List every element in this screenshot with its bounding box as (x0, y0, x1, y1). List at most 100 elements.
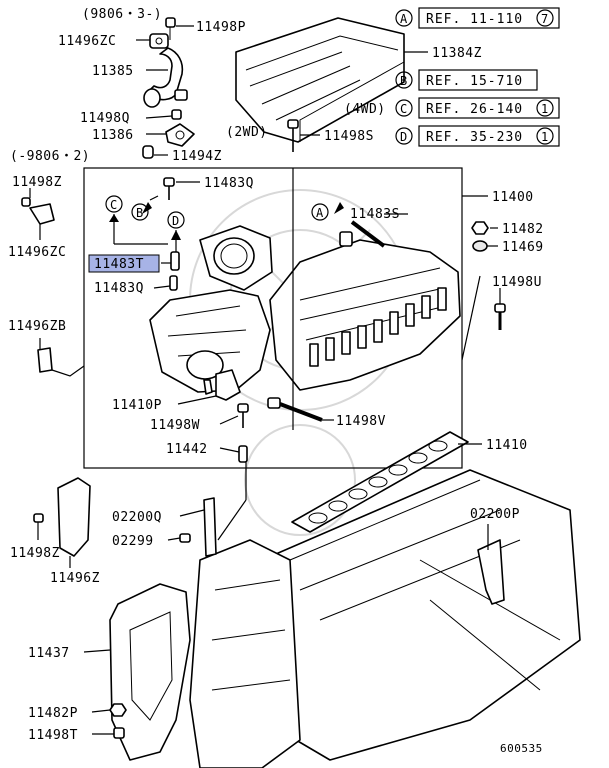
part-bracket-11496Z[interactable] (57, 477, 91, 557)
label-11496Z: 11496Z (50, 571, 100, 586)
part-bolt-11498S[interactable] (287, 119, 299, 152)
ref-link-d[interactable]: D REF. 35-230 1 (395, 125, 560, 147)
label-11483Q-left: 11483Q (94, 281, 144, 296)
part-bolt-11498Q[interactable] (171, 109, 182, 120)
label-11483T: 11483T (94, 257, 144, 272)
label-11498S: 11498S (324, 129, 374, 144)
label-11494Z: 11494Z (172, 149, 222, 164)
ref-b-text: REF. 15-710 (426, 74, 523, 89)
part-intake-manifold-11400[interactable] (269, 231, 461, 391)
callout-C: C (110, 198, 118, 212)
part-labels: (9806・3-) 11498P 11496ZC 11385 11384Z 11… (8, 7, 544, 755)
label-11469: 11469 (502, 240, 544, 255)
label-11498Q: 11498Q (80, 111, 130, 126)
part-stud-11483T[interactable] (170, 251, 180, 271)
label-11437: 11437 (28, 646, 70, 661)
ref-links: A REF. 11-110 7 B REF. 15-710 (4WD) C RE… (344, 7, 560, 147)
label-11498Z-bot: 11498Z (10, 546, 60, 561)
highlight-11483T (88, 254, 160, 273)
ref-d-num: 1 (541, 130, 549, 144)
part-bracket-02200Q[interactable] (203, 497, 217, 557)
ref-c-text: REF. 26-140 (426, 102, 523, 117)
part-nut-11482P[interactable] (109, 703, 127, 717)
part-engine-cover-11384Z[interactable] (235, 17, 405, 143)
label-11498T: 11498T (28, 728, 78, 743)
label-02200Q: 02200Q (112, 510, 162, 525)
label-11496ZC-left: 11496ZC (8, 245, 66, 260)
label-980603: (9806・3-) (82, 7, 162, 22)
label-980602: (-9806・2) (10, 149, 90, 164)
part-nut-11482[interactable] (471, 221, 489, 235)
ref-c-letter: C (400, 102, 408, 116)
part-bolt-11498T[interactable] (113, 727, 125, 739)
label-11483S: 11483S (350, 207, 400, 222)
callout-B: B (136, 206, 144, 220)
label-11400: 11400 (492, 190, 534, 205)
part-bolt-02299[interactable] (179, 533, 191, 543)
part-bolt-11498Z-top[interactable] (21, 197, 31, 207)
ref-d-letter: D (400, 130, 408, 144)
label-02299: 02299 (112, 534, 154, 549)
part-bracket-11496ZC-left[interactable] (29, 203, 55, 225)
label-11483Q-top: 11483Q (204, 176, 254, 191)
part-hose-11494Z[interactable] (142, 145, 154, 159)
part-gasket-11386[interactable] (165, 123, 195, 147)
ref-a-letter: A (400, 12, 408, 26)
part-water-pipe-11385[interactable] (143, 47, 188, 108)
assembly-frame (83, 167, 463, 469)
part-bolt-11498W[interactable] (237, 403, 249, 428)
ref-a-num: 7 (541, 12, 549, 26)
ref-c-num: 1 (541, 102, 549, 116)
label-diagram-number: 600535 (500, 742, 543, 755)
label-02200P: 02200P (470, 507, 520, 522)
label-11496ZB: 11496ZB (8, 319, 66, 334)
callout-A: A (316, 206, 324, 220)
label-11496ZC-top: 11496ZC (58, 34, 116, 49)
part-washer-11469[interactable] (472, 240, 488, 252)
diagram-callouts: C B D A (105, 195, 329, 229)
part-bolt-11498Z-bot[interactable] (33, 513, 44, 523)
label-2wd: (2WD) (226, 125, 268, 140)
runner-ports (309, 287, 447, 367)
label-11498Z-top: 11498Z (12, 175, 62, 190)
label-4wd: (4WD) (344, 102, 386, 117)
part-stud-11483Q-top[interactable] (163, 177, 175, 200)
ref-d-text: REF. 35-230 (426, 130, 523, 145)
ref-a-text: REF. 11-110 (426, 12, 523, 27)
part-stud-11483Q-left[interactable] (169, 275, 178, 291)
ref-link-a[interactable]: A REF. 11-110 7 (395, 7, 560, 29)
gasket-ports (308, 440, 448, 524)
part-timing-cover (189, 539, 301, 768)
callout-D: D (172, 214, 180, 228)
part-stud-11442[interactable] (238, 445, 248, 463)
part-gasket-11410[interactable] (291, 431, 469, 533)
label-11482P: 11482P (28, 706, 78, 721)
label-11410P: 11410P (112, 398, 162, 413)
label-11386: 11386 (92, 128, 134, 143)
label-11410: 11410 (486, 438, 528, 453)
label-11498P-top: 11498P (196, 20, 246, 35)
ref-b-letter: B (400, 74, 408, 88)
part-bracket-11496ZB[interactable] (37, 347, 53, 373)
leader-lines (29, 25, 501, 735)
part-bolt-11498P[interactable] (165, 17, 176, 40)
label-11385: 11385 (92, 64, 134, 79)
label-11442: 11442 (166, 442, 208, 457)
part-bolt-11498U[interactable] (494, 303, 506, 330)
label-11384Z: 11384Z (432, 46, 482, 61)
ref-link-c[interactable]: (4WD) C REF. 26-140 1 (344, 97, 560, 119)
label-11498V: 11498V (336, 414, 386, 429)
part-plenum-left[interactable] (149, 289, 271, 393)
part-bracket-11437[interactable] (109, 583, 191, 761)
label-11498W: 11498W (150, 418, 200, 433)
part-bracket-11496ZC-top[interactable] (149, 33, 169, 49)
part-bolt-11498V[interactable] (267, 397, 323, 422)
ref-link-b[interactable]: B REF. 15-710 (395, 69, 538, 91)
label-11482: 11482 (502, 222, 544, 237)
part-bracket-02200P[interactable] (477, 539, 505, 605)
label-11498U: 11498U (492, 275, 542, 290)
part-stay-11410P[interactable] (203, 369, 241, 401)
part-stud-11483S[interactable] (350, 220, 386, 248)
part-throttle-body-area[interactable] (199, 225, 273, 291)
